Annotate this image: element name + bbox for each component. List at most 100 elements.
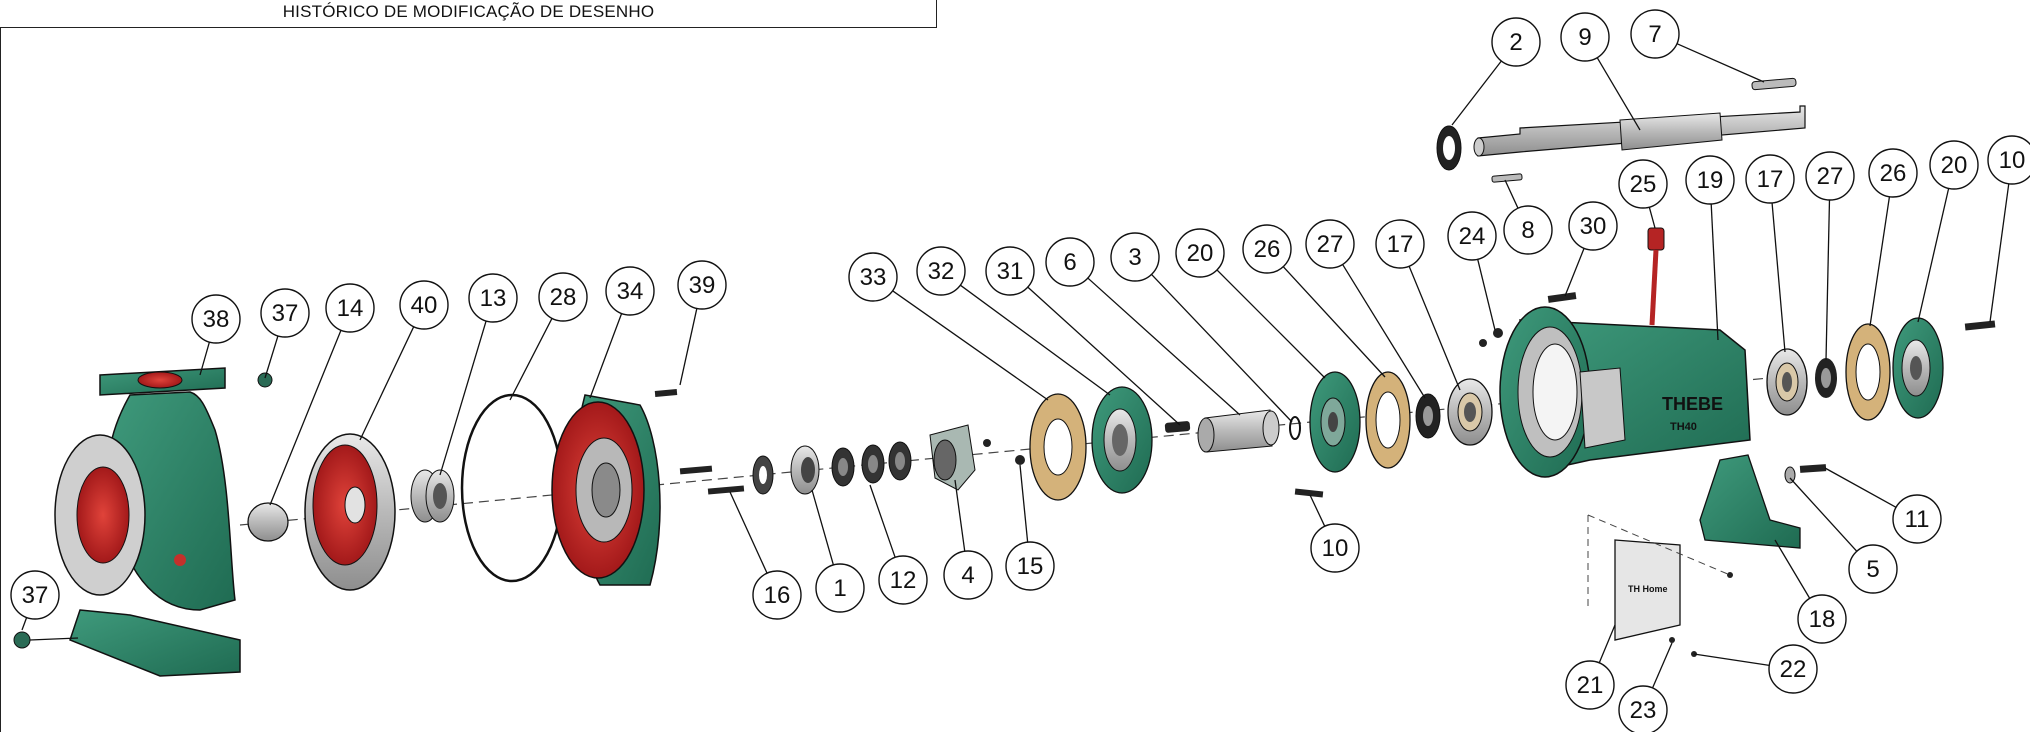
leader-line xyxy=(1917,188,1950,323)
callout-circle xyxy=(943,550,993,600)
o-ring-3 xyxy=(1289,416,1301,440)
callout-circle xyxy=(1618,685,1668,732)
leader-line xyxy=(959,284,1111,396)
leader-line xyxy=(1771,202,1786,353)
callout-circle xyxy=(1005,541,1055,591)
oil-dipstick xyxy=(1647,227,1665,326)
callout-circle xyxy=(191,294,241,344)
callout-number: 1 xyxy=(833,575,846,602)
leader-line xyxy=(1027,286,1181,426)
bearing-cover-rear xyxy=(1892,317,1944,419)
callout-number: 34 xyxy=(617,278,644,305)
shaft-sleeve xyxy=(1197,409,1280,453)
callout-circle xyxy=(1110,232,1160,282)
leader-line xyxy=(1216,269,1326,379)
leader-line xyxy=(1451,60,1502,126)
callout-19: 19 xyxy=(1685,155,1735,341)
gasket-front xyxy=(1365,371,1411,469)
callout-number: 10 xyxy=(1999,147,2026,174)
leader-line xyxy=(679,308,698,386)
callout-number: 25 xyxy=(1630,171,1657,198)
callout-20b: 20 xyxy=(1917,140,1979,323)
leader-line xyxy=(1693,653,1770,667)
callout-number: 37 xyxy=(22,582,49,609)
callout-number: 40 xyxy=(411,292,438,319)
callout-circle xyxy=(1797,594,1847,644)
callout-3: 3 xyxy=(1110,232,1293,423)
callout-31: 31 xyxy=(985,246,1181,426)
leader-line xyxy=(1087,277,1241,416)
callout-circle xyxy=(1175,228,1225,278)
callout-circle xyxy=(815,563,865,613)
callout-18: 18 xyxy=(1774,539,1847,644)
callout-circle xyxy=(1892,494,1942,544)
callout-number: 39 xyxy=(689,272,716,299)
washer-5 xyxy=(1784,466,1796,484)
screw-30 xyxy=(1547,292,1577,303)
callout-number: 18 xyxy=(1809,606,1836,633)
leader-line xyxy=(1598,624,1616,664)
callout-circle xyxy=(10,570,60,620)
plug-24 xyxy=(1479,328,1503,347)
leader-line xyxy=(509,318,553,401)
callout-15: 15 xyxy=(1005,464,1055,591)
leader-line xyxy=(1504,179,1519,209)
leader-line xyxy=(892,290,1049,401)
callout-8: 8 xyxy=(1503,179,1553,255)
callout-number: 21 xyxy=(1577,672,1604,699)
callout-number: 26 xyxy=(1880,160,1907,187)
leader-line xyxy=(1825,199,1831,361)
callout-number: 27 xyxy=(1317,231,1344,258)
callout-circle xyxy=(1565,660,1615,710)
callout-circle xyxy=(1491,17,1541,67)
callout-10a: 10 xyxy=(1309,494,1360,573)
support-foot xyxy=(1699,454,1801,549)
callout-number: 7 xyxy=(1648,21,1661,48)
stud-39 xyxy=(654,389,678,397)
callout-number: 27 xyxy=(1817,163,1844,190)
callout-number: 28 xyxy=(550,284,577,311)
callout-6: 6 xyxy=(1045,237,1241,416)
callout-39: 39 xyxy=(677,260,727,386)
sheet-left-border xyxy=(0,28,1,732)
callout-5: 5 xyxy=(1789,477,1898,594)
callout-circle xyxy=(1630,9,1680,59)
pin-15 xyxy=(983,439,1025,465)
callout-number: 17 xyxy=(1387,231,1414,258)
leader-line xyxy=(1282,266,1386,378)
nut-bottom xyxy=(13,631,79,649)
callout-circle xyxy=(878,555,928,605)
leader-line xyxy=(1309,494,1326,527)
callout-circle xyxy=(468,273,518,323)
wear-ring xyxy=(410,469,455,523)
callout-16: 16 xyxy=(729,491,802,620)
callout-circle xyxy=(916,246,966,296)
callout-38: 38 xyxy=(191,294,241,376)
stud-upper xyxy=(679,465,713,475)
callout-circle xyxy=(1503,205,1553,255)
leader-line xyxy=(269,329,342,506)
callout-circle xyxy=(1868,148,1918,198)
callout-27b: 27 xyxy=(1805,151,1855,361)
callout-13: 13 xyxy=(439,273,518,476)
callout-circle xyxy=(605,266,655,316)
callout-27a: 27 xyxy=(1305,219,1426,399)
callout-28: 28 xyxy=(509,272,588,401)
callout-number: 31 xyxy=(997,258,1024,285)
volute-casing xyxy=(54,367,241,677)
callout-circle xyxy=(1568,201,1618,251)
leader-line xyxy=(589,313,623,399)
callout-circle xyxy=(848,252,898,302)
callout-number: 14 xyxy=(337,295,364,322)
screw-31 xyxy=(1164,421,1191,433)
callout-number: 11 xyxy=(1905,506,1930,533)
callout-circle xyxy=(399,280,449,330)
stud-16 xyxy=(707,485,745,495)
callout-circle xyxy=(1242,224,1292,274)
callout-circle xyxy=(1447,211,1497,261)
callout-number: 6 xyxy=(1063,249,1076,276)
paper-gasket xyxy=(1029,393,1087,501)
callout-circle xyxy=(1805,151,1855,201)
callout-37a: 37 xyxy=(260,288,310,379)
